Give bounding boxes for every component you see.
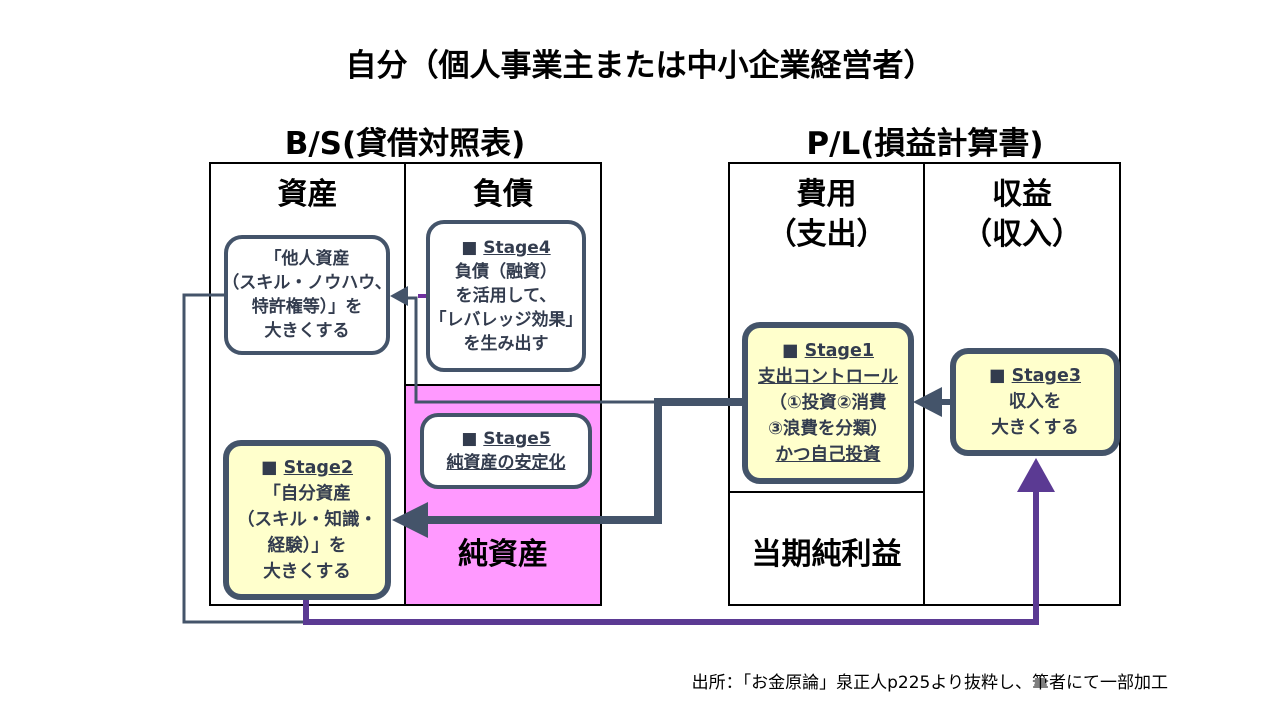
pl-title: P/L(損益計算書)	[806, 126, 1044, 162]
bs-divider	[404, 162, 406, 606]
bs-title: B/S(貸借対照表)	[284, 126, 526, 162]
net-income-divider	[730, 491, 923, 493]
other-assets-arrowhead	[390, 286, 408, 306]
source-note: 出所：「お金原論」泉正人p225より抜粋し、筆者にて一部加工	[691, 673, 1168, 693]
stage4-box: ■ Stage4 負債（融資） を活用して、 「レバレッジ効果」 を生み出す	[426, 220, 586, 372]
liabilities-label: 負債	[473, 177, 533, 212]
stage1-box: ■ Stage1 支出コントロール （①投資②消費 ③浪費を分類） かつ自己投資	[742, 322, 914, 484]
expenses-label: 費用 （支出）	[766, 177, 887, 252]
stage1-arrowhead	[913, 387, 942, 417]
pl-divider	[923, 162, 925, 606]
stage2-arrowhead	[392, 502, 428, 538]
diagram-title: 自分（個人事業主または中小企業経営者）	[345, 48, 935, 84]
assets-label: 資産	[277, 177, 338, 212]
stage3-box: ■ Stage3 収入を 大きくする	[950, 348, 1120, 456]
net-assets-label: 純資産	[458, 537, 548, 572]
stage2-to-stage3-arrow	[303, 485, 1039, 625]
stage1-to-other-assets-line	[406, 296, 658, 404]
other-assets-loop-line	[182, 293, 306, 624]
net-income-label: 当期純利益	[751, 537, 902, 572]
stage5-box: ■ Stage5 純資産の安定化	[420, 413, 592, 489]
stage1-to-stage2-arrow	[420, 398, 742, 524]
stage3-arrowhead	[1017, 458, 1055, 492]
revenue-label: 収益 （収入）	[962, 177, 1082, 252]
other-assets-box: 「他人資産 （スキル・ノウハウ、 特許権等）」を 大きくする	[222, 235, 392, 355]
stage2-box: ■ Stage2 「自分資産 （スキル・知識・ 経験）」を 大きくする	[223, 440, 391, 600]
